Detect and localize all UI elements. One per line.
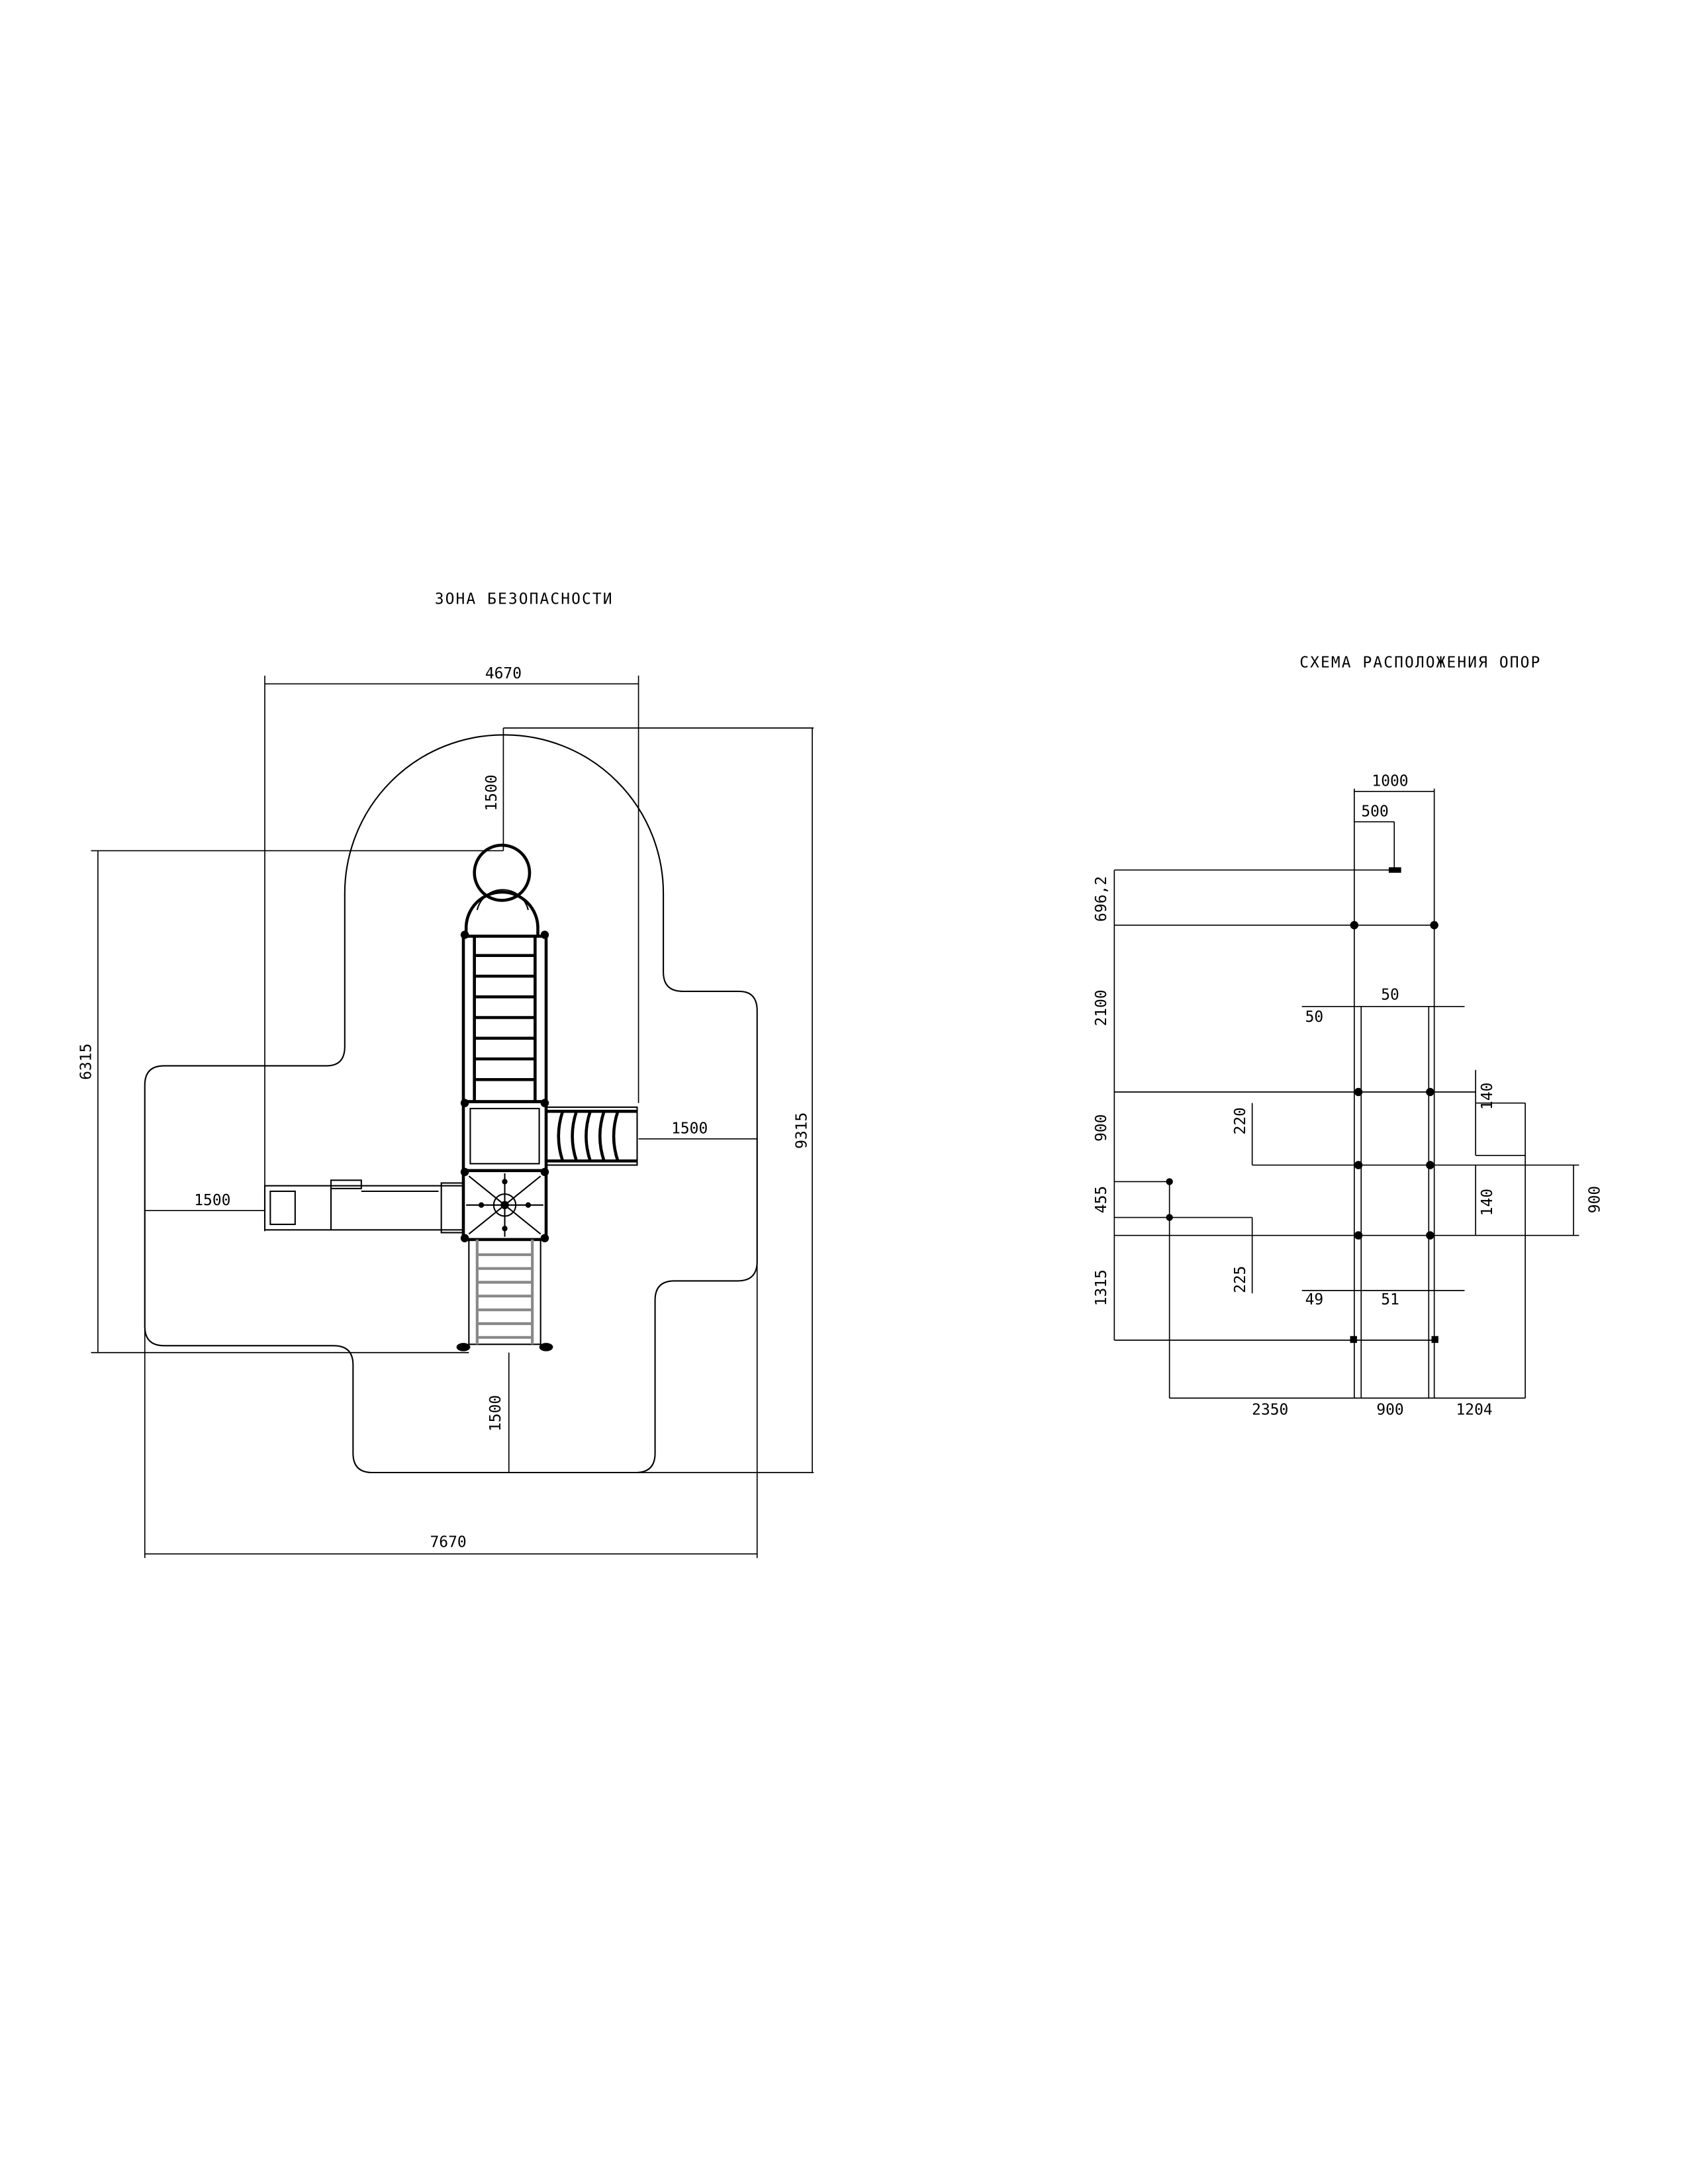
safety-zone-title: ЗОНА БЕЗОПАСНОСТИ <box>435 591 614 608</box>
dim-140-mid: 140 <box>1479 1189 1496 1216</box>
dim-455: 455 <box>1093 1186 1110 1213</box>
dim-2100: 2100 <box>1093 989 1110 1026</box>
right-ladder-frame <box>545 1106 638 1166</box>
left-slide-end <box>269 1190 296 1226</box>
support-points <box>1166 921 1438 1343</box>
support-scheme-title: СХЕМА РАСПОЛОЖЕНИЯ ОПОР <box>1299 654 1541 671</box>
dim-1500-left: 1500 <box>194 1192 230 1209</box>
playground-equipment <box>263 843 638 1351</box>
dim-500: 500 <box>1361 803 1388 820</box>
top-arch <box>464 890 539 929</box>
dim-1204: 1204 <box>1456 1402 1492 1419</box>
post <box>460 1099 469 1107</box>
post <box>540 1099 549 1107</box>
post <box>460 931 469 939</box>
dim-50-left: 50 <box>1305 1009 1324 1026</box>
dim-900-bottom: 900 <box>1376 1402 1403 1419</box>
top-ring <box>473 843 532 902</box>
foot <box>539 1343 553 1351</box>
dim-140-top: 140 <box>1479 1083 1496 1110</box>
dim-6315: 6315 <box>78 1044 95 1080</box>
dim-696: 696,2 <box>1093 876 1110 922</box>
safety-zone-plan: ЗОНА БЕЗОПАСНОСТИ 4670 1500 1500 1500 15… <box>78 591 814 1559</box>
safety-zone-outline <box>144 734 758 1474</box>
dim-225: 225 <box>1232 1266 1249 1293</box>
dim-50-right: 50 <box>1381 986 1399 1003</box>
dim-220: 220 <box>1232 1107 1249 1134</box>
support-post <box>1388 867 1401 873</box>
dim-1500-right: 1500 <box>671 1120 708 1137</box>
slide-lip <box>330 1179 362 1189</box>
lower-ladder-frame <box>468 1238 541 1345</box>
right-ladder-arches <box>557 1111 620 1161</box>
foot <box>456 1343 471 1351</box>
upper-platform <box>461 1100 548 1173</box>
dim-49: 49 <box>1305 1291 1324 1308</box>
dim-900-left: 900 <box>1093 1114 1110 1141</box>
post <box>540 1167 549 1177</box>
dim-4670: 4670 <box>485 665 522 682</box>
upper-platform-inner <box>469 1107 540 1165</box>
slide-start <box>440 1182 465 1234</box>
dim-9315: 9315 <box>794 1113 811 1149</box>
dim-1315: 1315 <box>1093 1269 1110 1306</box>
dim-1500-top: 1500 <box>483 774 500 811</box>
post <box>460 1234 469 1243</box>
dim-7670: 7670 <box>430 1534 466 1551</box>
support-scheme-plan: СХЕМА РАСПОЛОЖЕНИЯ ОПОР 1000 500 696,2 2… <box>1093 654 1604 1418</box>
top-arch-inner <box>476 889 529 911</box>
dim-51: 51 <box>1381 1291 1399 1308</box>
dim-900-right: 900 <box>1587 1186 1604 1213</box>
post <box>460 1167 469 1177</box>
lower-ladder-rungs <box>477 1253 533 1339</box>
hub-star <box>466 1173 543 1237</box>
post <box>540 931 549 939</box>
upper-ladder-rungs <box>474 954 536 1081</box>
dim-1000: 1000 <box>1372 773 1408 790</box>
dim-1500-bottom: 1500 <box>487 1395 504 1432</box>
dim-2350: 2350 <box>1252 1402 1288 1419</box>
post <box>540 1234 549 1243</box>
